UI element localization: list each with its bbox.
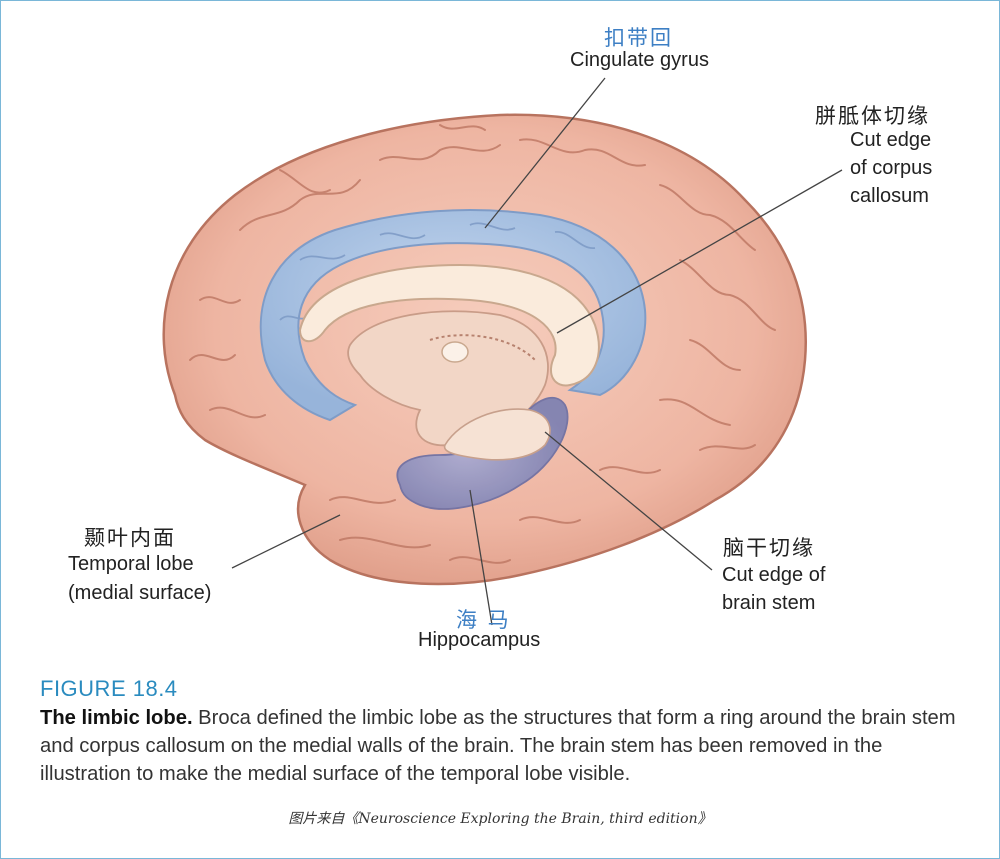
- cingulate-gyrus: [259, 209, 647, 422]
- label-stem-1: Cut edge of: [722, 564, 826, 586]
- label-corpus-1: Cut edge: [850, 129, 932, 151]
- corpus-callosum: [298, 263, 600, 387]
- label-cingulate-cn: 扣带回: [604, 26, 673, 50]
- label-hippo-cn: 海 马: [456, 608, 511, 632]
- label-stem-cn: 脑干切缘: [723, 536, 815, 560]
- label-temporal-1: Temporal lobe: [68, 553, 194, 575]
- leader-corpus: [556, 169, 843, 334]
- brain-stem-cut: [443, 408, 551, 461]
- figure-number: FIGURE 18.4: [40, 676, 178, 701]
- leader-temporal: [231, 514, 341, 569]
- leader-hippo: [469, 489, 493, 626]
- brain-illustration: [162, 77, 843, 626]
- source-credit: 图片来自《Neuroscience Exploring the Brain, t…: [288, 811, 712, 827]
- caption-title: The limbic lobe.: [40, 707, 193, 729]
- caption-text: Broca defined the limbic lobe as the str…: [40, 707, 956, 785]
- label-hippocampus: Hippocampus: [418, 629, 541, 651]
- leader-stem: [544, 431, 713, 571]
- label-temporal-2: (medial surface): [68, 582, 212, 604]
- label-temporal-cn: 颞叶内面: [84, 526, 176, 550]
- anterior-commissure: [441, 341, 469, 363]
- leader-cingulate: [484, 77, 606, 229]
- label-corpus-2: of corpus: [850, 157, 933, 179]
- figure-caption: The limbic lobe. Broca defined the limbi…: [40, 704, 970, 788]
- label-corpus-cn: 胼胝体切缘: [815, 104, 930, 128]
- label-corpus-3: callosum: [850, 185, 929, 207]
- label-stem-2: brain stem: [722, 592, 816, 614]
- label-cingulate: Cingulate gyrus: [570, 49, 709, 71]
